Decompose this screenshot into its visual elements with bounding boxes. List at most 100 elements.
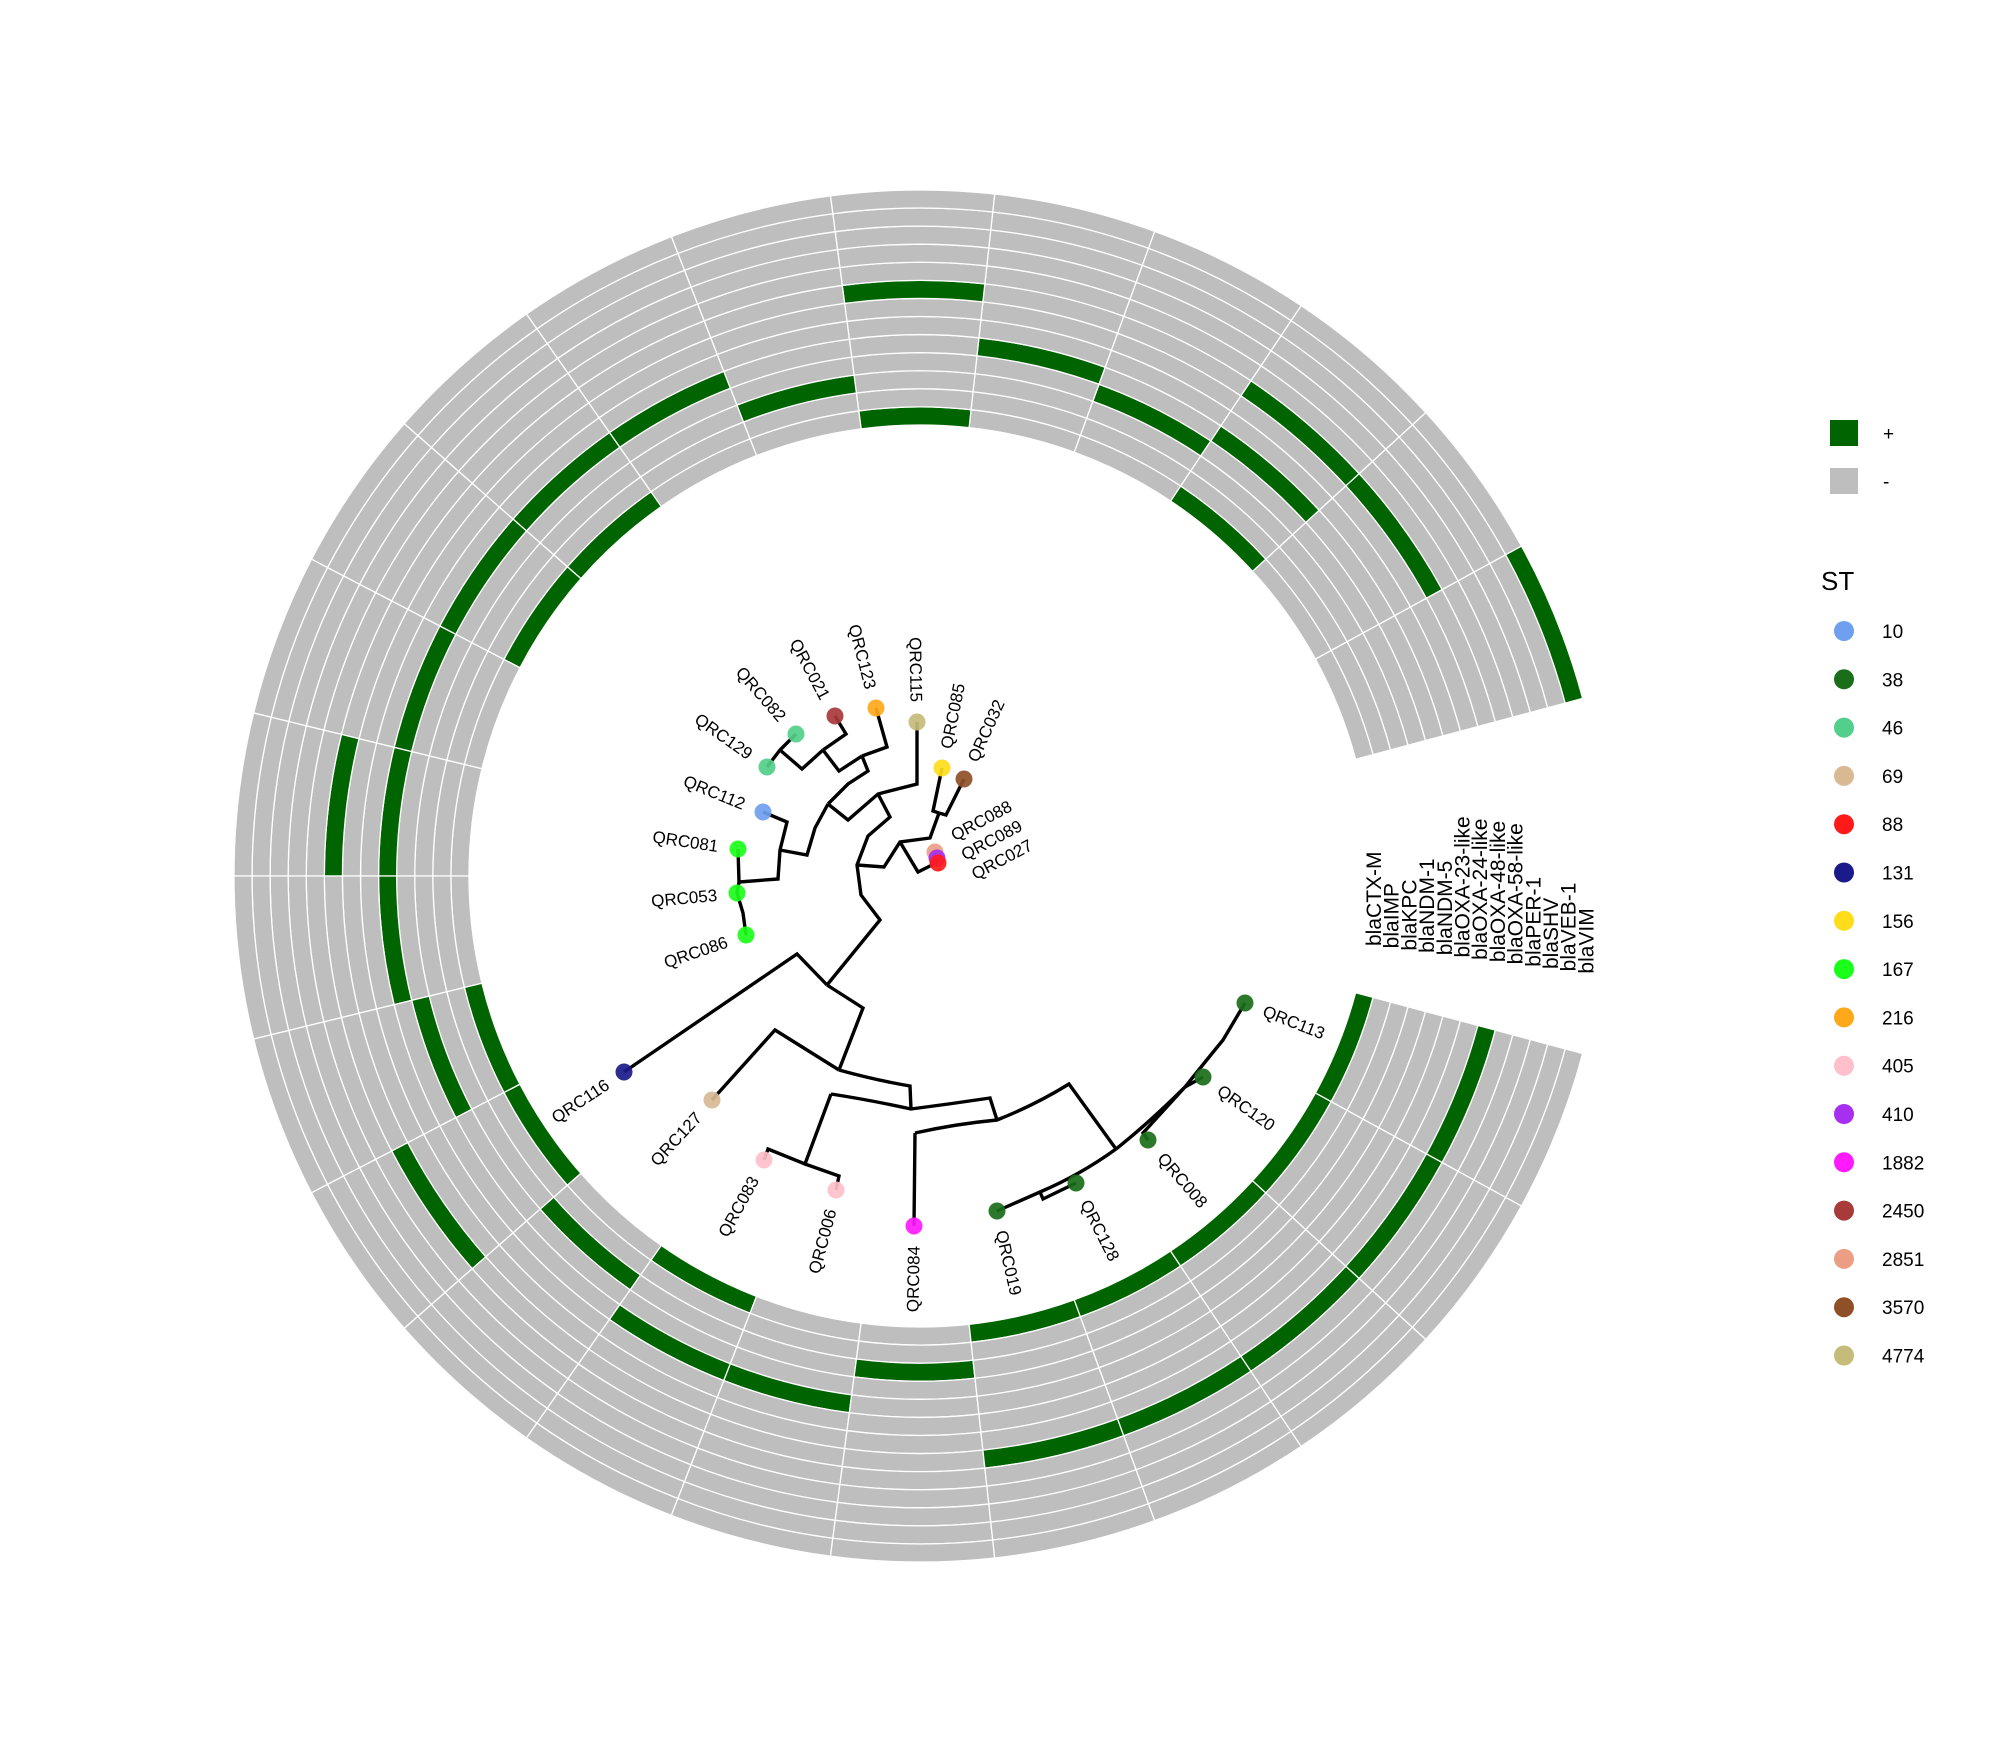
tip-point[interactable]: [728, 884, 746, 902]
tip-point[interactable]: [908, 713, 926, 731]
legend-present-swatch: [1830, 420, 1858, 446]
tip-label: QRC086: [662, 933, 731, 972]
tip-point[interactable]: [826, 707, 844, 725]
tip-point[interactable]: [615, 1063, 633, 1081]
tip-point[interactable]: [929, 854, 947, 872]
tip-point[interactable]: [1236, 994, 1254, 1012]
legend-st-marker: [1834, 1152, 1854, 1173]
legend-presence-label: -: [1883, 472, 1889, 493]
legend-st-label: 10: [1882, 622, 1903, 643]
gene-label: blaOXA-24-like: [1469, 819, 1492, 960]
tip-label: QRC032: [964, 697, 1009, 765]
legend-st-marker: [1834, 862, 1854, 883]
tip-label: QRC008: [1154, 1149, 1212, 1211]
legend-st-label: 2450: [1882, 1202, 1924, 1223]
legend-st-label: 4774: [1882, 1347, 1925, 1368]
tip-point[interactable]: [905, 1217, 923, 1235]
legend-presence-label: +: [1883, 424, 1894, 445]
legend: +-ST103846698813115616721640541018822450…: [1821, 420, 1925, 1368]
legend-st-label: 2851: [1882, 1250, 1924, 1271]
tip-point[interactable]: [988, 1202, 1006, 1220]
gene-label: blaNDM-5: [1434, 861, 1457, 956]
tip-label: QRC081: [651, 827, 719, 856]
tip-label: QRC112: [681, 772, 748, 814]
gene-heatmap-rings: [233, 189, 1584, 1563]
tip-point[interactable]: [827, 1181, 845, 1199]
gene-label: blaIMP: [1381, 883, 1404, 948]
legend-st-marker: [1834, 765, 1854, 786]
heatmap-cell: [858, 1322, 972, 1346]
gene-label: blaNDM-1: [1416, 858, 1439, 953]
legend-st-marker: [1834, 1248, 1854, 1269]
tree-branch: [778, 748, 825, 772]
tip-label: QRC113: [1260, 1002, 1327, 1043]
tree-branch: [826, 983, 866, 1071]
gene-label: blaOXA-23-like: [1452, 816, 1475, 957]
tip-point[interactable]: [867, 699, 885, 717]
legend-st-label: 69: [1882, 767, 1903, 788]
tip-point[interactable]: [755, 1151, 773, 1169]
tree-branch: [1183, 1002, 1247, 1089]
legend-st-marker: [1834, 1297, 1854, 1318]
legend-st-label: 410: [1882, 1105, 1914, 1126]
gene-label: blaPER-1: [1522, 877, 1545, 967]
legend-st-marker: [1834, 814, 1854, 835]
legend-st-label: 88: [1882, 815, 1903, 836]
tree-branch: [738, 810, 790, 884]
tip-label: QRC084: [904, 1246, 924, 1312]
tip-label: QRC116: [548, 1076, 613, 1128]
tip-point[interactable]: [754, 803, 772, 821]
gene-label: blaCTX-M: [1363, 851, 1386, 946]
gene-column-labels: blaCTX-MblaIMPblaKPCblaNDM-1blaNDM-5blaO…: [1363, 816, 1598, 973]
legend-st-label: 38: [1882, 670, 1903, 691]
tree-branch: [938, 778, 966, 818]
tip-label: QRC127: [647, 1109, 706, 1170]
heatmap-cell: [858, 406, 972, 430]
legend-st-marker: [1834, 1200, 1854, 1221]
tip-label: QRC053: [650, 886, 718, 911]
tip-point[interactable]: [1194, 1068, 1212, 1086]
tree-branch: [710, 1027, 840, 1102]
legend-st-marker: [1834, 1055, 1854, 1076]
tree-branch: [826, 755, 871, 806]
tree-tips: QRC113QRC120QRC008QRC128QRC019QRC084QRC0…: [548, 622, 1327, 1312]
legend-st-title: ST: [1821, 566, 1854, 596]
legend-st-marker: [1834, 717, 1854, 738]
legend-st-marker: [1834, 669, 1854, 690]
tip-point[interactable]: [955, 770, 973, 788]
tree-branch: [914, 1081, 1118, 1150]
legend-st-marker: [1834, 621, 1854, 641]
legend-st-label: 131: [1882, 864, 1914, 885]
tree-branch: [1114, 1085, 1187, 1151]
tree-branch: [838, 1068, 913, 1110]
tip-point[interactable]: [1067, 1174, 1085, 1192]
legend-st-marker: [1834, 1007, 1854, 1028]
legend-st-label: 156: [1882, 912, 1914, 933]
legend-st-marker: [1834, 1104, 1854, 1124]
tip-point[interactable]: [758, 758, 776, 776]
tip-point[interactable]: [737, 926, 755, 944]
tip-label: QRC129: [691, 710, 756, 764]
tip-label: QRC085: [937, 682, 969, 751]
tip-label: QRC006: [805, 1207, 840, 1276]
tree-branch: [825, 793, 893, 987]
tip-label: QRC120: [1214, 1081, 1279, 1135]
legend-st-label: 216: [1882, 1008, 1914, 1029]
tip-label: QRC021: [786, 636, 834, 703]
tree-branch: [1038, 1181, 1077, 1202]
tip-label: QRC115: [905, 637, 925, 702]
tree-branch: [779, 803, 830, 857]
tree-branch: [762, 1093, 833, 1167]
tree-branch: [856, 812, 941, 869]
tip-point[interactable]: [729, 840, 747, 858]
tip-point[interactable]: [787, 725, 805, 743]
tip-point[interactable]: [933, 759, 951, 777]
tip-point[interactable]: [1139, 1131, 1157, 1149]
tip-label: QRC128: [1076, 1197, 1123, 1265]
tip-label: QRC082: [732, 663, 790, 725]
legend-st-marker: [1834, 959, 1854, 980]
tip-point[interactable]: [703, 1091, 721, 1109]
legend-st-label: 3570: [1882, 1298, 1924, 1319]
tree-branch: [996, 1147, 1117, 1213]
